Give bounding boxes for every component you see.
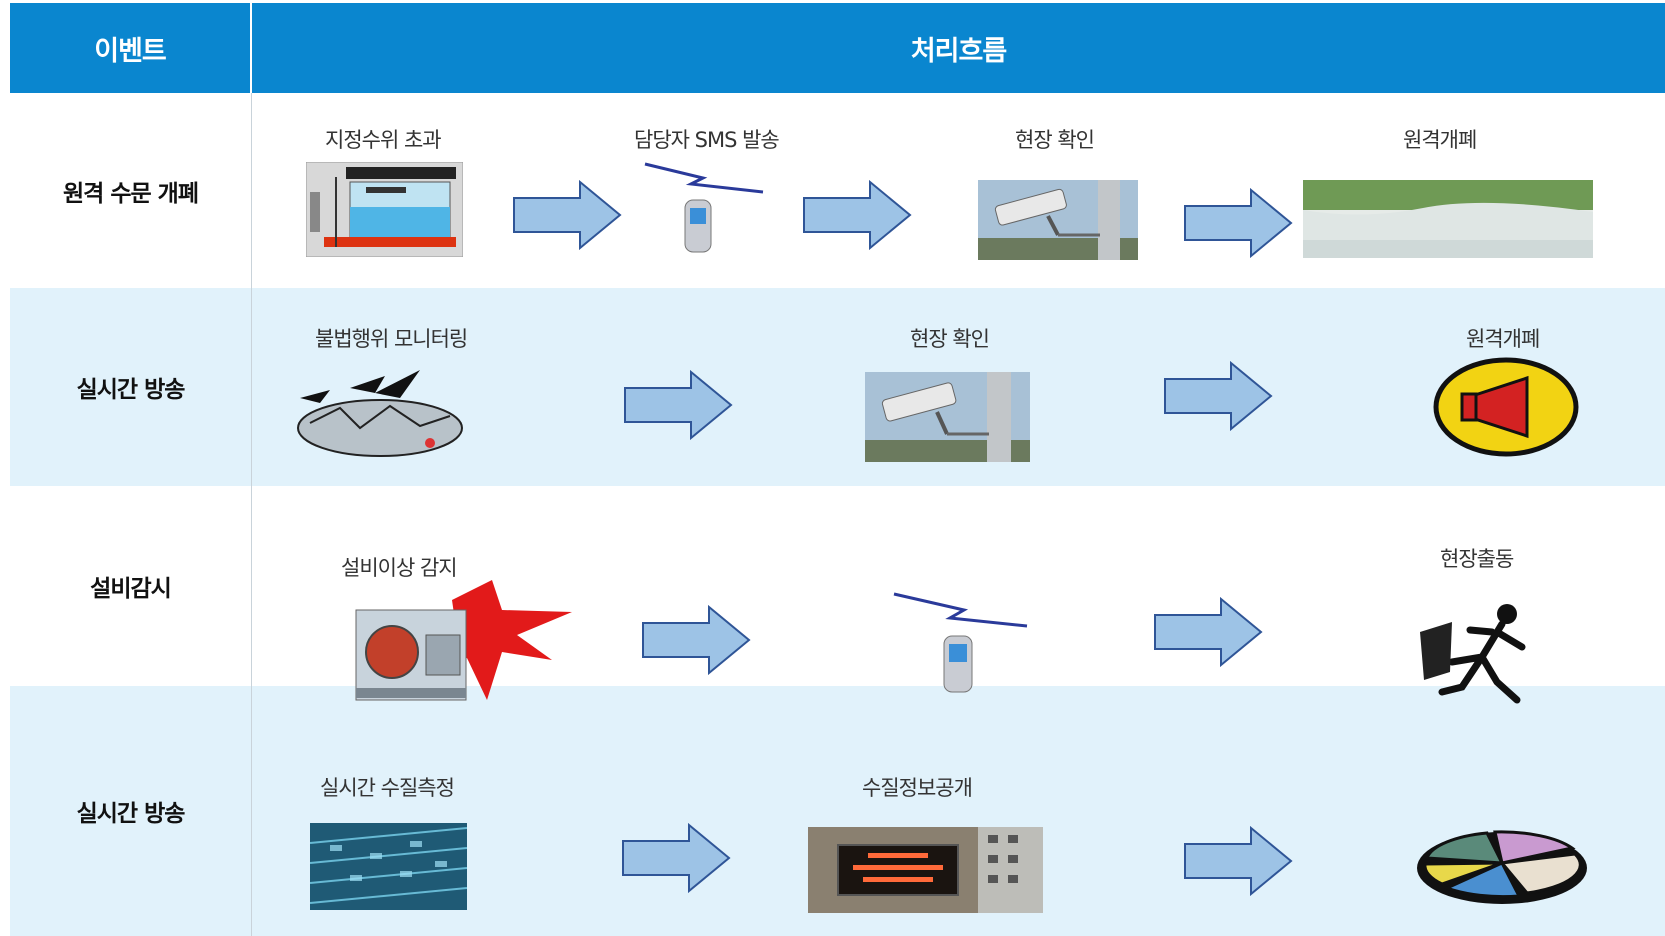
flow-arrow-icon (622, 823, 731, 893)
step-label: 원격개폐 (1466, 327, 1540, 351)
machine-alarm-icon (355, 580, 572, 701)
step-label: 현장 확인 (910, 327, 990, 351)
header-flow: 처리흐름 (252, 3, 1665, 93)
flow-arrow-icon (513, 180, 622, 250)
led-sign-board-icon (808, 827, 1043, 913)
flow-arrow-icon (624, 370, 733, 440)
flow-arrow-icon (803, 180, 912, 250)
step-label: 불법행위 모니터링 (315, 327, 468, 351)
flow-arrow-icon (1164, 361, 1273, 431)
event-facility-monitor: 설비감시 (90, 576, 172, 602)
column-divider (251, 93, 252, 936)
cctv-camera-icon (865, 372, 1030, 462)
row-bg-3 (10, 486, 1665, 686)
flow-arrow-icon (1184, 826, 1293, 896)
step-label: 실시간 수질측정 (320, 776, 455, 800)
river-gate-photo-icon (1303, 180, 1593, 258)
flow-arrow-icon (1184, 188, 1293, 258)
step-label: 현장출동 (1440, 547, 1514, 571)
flow-arrow-icon (642, 605, 751, 675)
garbage-crows-icon (297, 370, 463, 457)
event-live-broadcast-2: 실시간 방송 (76, 801, 186, 827)
loudspeaker-icon (1433, 357, 1579, 457)
step-label: 원격개폐 (1403, 128, 1477, 152)
event-remote-gate: 원격 수문 개폐 (63, 180, 199, 207)
mobile-phone-sms-icon (644, 162, 764, 253)
mobile-phone-sms-icon (893, 592, 1028, 693)
step-label: 담당자 SMS 발송 (634, 128, 780, 152)
step-label: 현장 확인 (1015, 128, 1095, 152)
header-event: 이벤트 (10, 3, 250, 93)
water-quality-monitor-icon (310, 823, 467, 910)
row-bg-2 (10, 288, 1665, 486)
water-gauge-icon (306, 162, 463, 257)
pie-chart-icon (1417, 830, 1587, 904)
flow-arrow-icon (1154, 597, 1263, 667)
running-man-icon (1420, 604, 1526, 704)
cctv-camera-icon (978, 180, 1138, 260)
step-label: 설비이상 감지 (341, 556, 458, 580)
event-live-broadcast-1: 실시간 방송 (76, 377, 186, 403)
step-label: 수질정보공개 (862, 776, 973, 800)
step-label: 지정수위 초과 (325, 128, 442, 152)
